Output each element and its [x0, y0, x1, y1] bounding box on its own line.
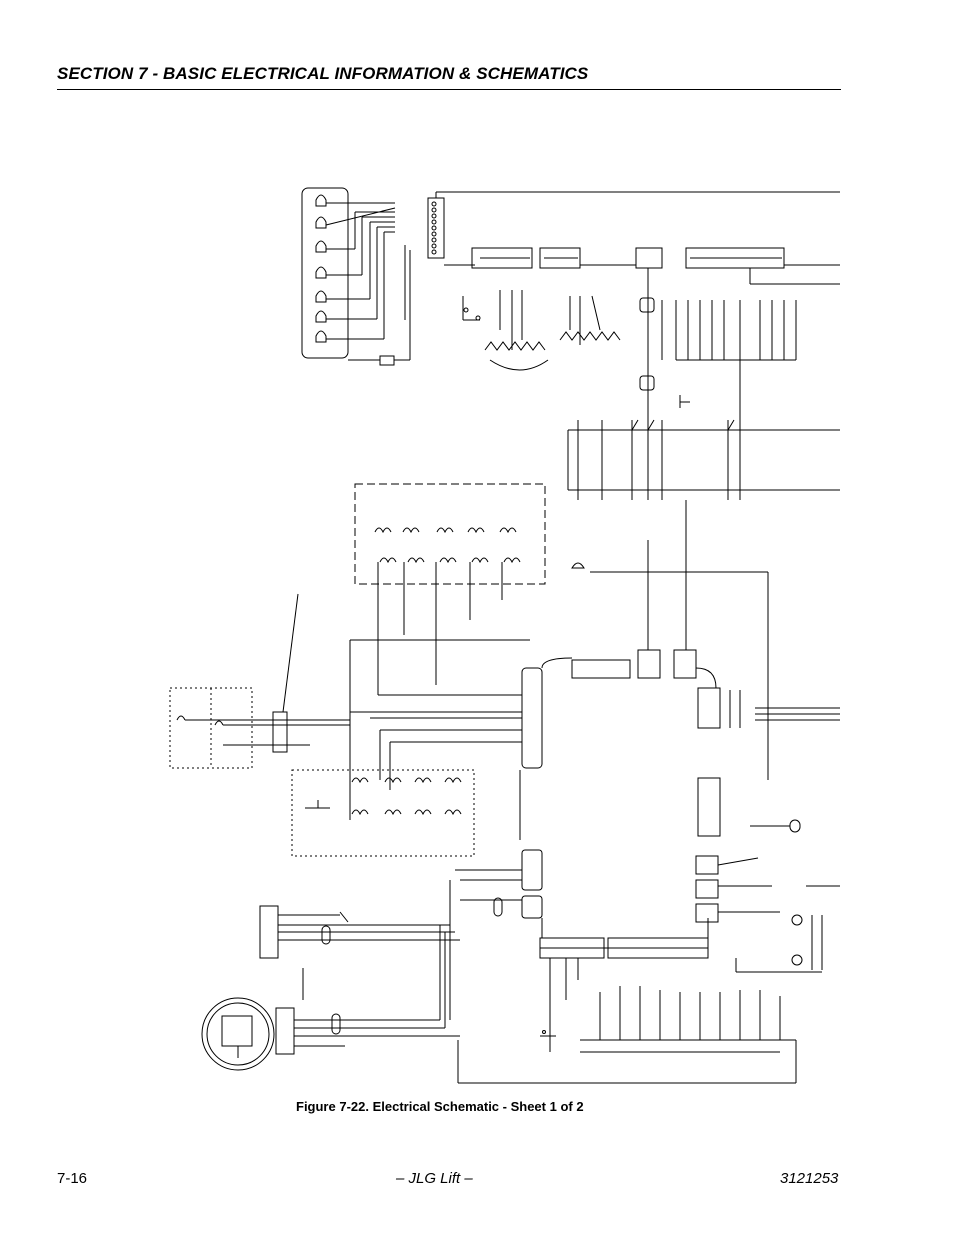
- upper-right-fuses: [640, 268, 796, 430]
- section-title: SECTION 7 - BASIC ELECTRICAL INFORMATION…: [57, 64, 589, 83]
- figure-caption: Figure 7-22. Electrical Schematic - Shee…: [296, 1099, 584, 1114]
- rotary-switches: [463, 290, 620, 370]
- bottom-left-gauge: [202, 850, 542, 1070]
- header-rule: [57, 89, 841, 90]
- document-number: 3121253: [780, 1170, 839, 1187]
- lamp-bank: [302, 188, 410, 365]
- electrical-schematic: [160, 180, 850, 1090]
- top-connector-row: [472, 248, 840, 284]
- footer-brand: – JLG Lift –: [396, 1170, 473, 1187]
- bus-rows: [568, 420, 840, 500]
- top-connector-left: [428, 192, 840, 265]
- bottom-connector-row: [458, 918, 796, 1083]
- relay-box: [355, 484, 545, 695]
- left-dotted-boxes: [170, 594, 474, 856]
- center-connector: [350, 500, 768, 840]
- page-number: 7-16: [57, 1170, 88, 1187]
- right-connectors: [696, 688, 840, 972]
